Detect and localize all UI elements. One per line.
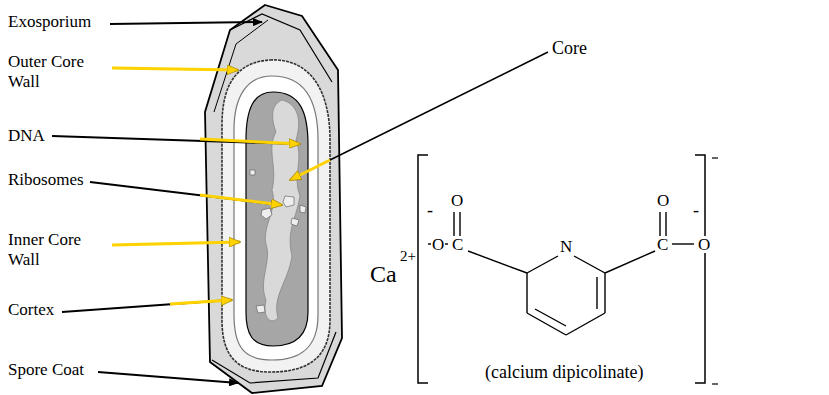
atom-symbol: O [431, 236, 445, 253]
part-label: Inner Core Wall [8, 230, 108, 270]
charge-sign: - [426, 201, 434, 219]
ion-charge: 2+ [399, 249, 417, 264]
part-label: DNA [8, 126, 45, 146]
atom-symbol: O [656, 192, 670, 209]
part-label: Core [552, 38, 587, 58]
part-label: Exosporium [8, 12, 91, 32]
atom-symbol: N [559, 238, 573, 255]
atom-symbol: C [656, 236, 669, 253]
part-label: Cortex [8, 300, 54, 320]
atom-symbol: O [450, 192, 464, 209]
part-label: Spore Coat [8, 360, 84, 380]
ion-symbol: Ca [369, 262, 398, 286]
atom-symbol: C [451, 236, 464, 253]
compound-name: (calcium dipicolinate) [484, 363, 644, 381]
atom-symbol: O [697, 236, 711, 253]
part-label: Ribosomes [8, 170, 84, 190]
charge-sign: - [692, 201, 700, 219]
part-label: Outer Core Wall [8, 52, 108, 92]
